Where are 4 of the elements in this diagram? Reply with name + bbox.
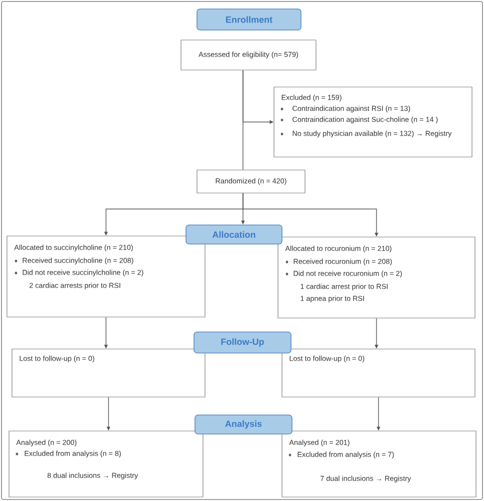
stage-label: Enrollment [196, 8, 302, 30]
stage-label: Follow-Up [194, 332, 292, 354]
stage-label: Allocation [186, 224, 282, 244]
stage-label: Analysis [194, 414, 292, 434]
